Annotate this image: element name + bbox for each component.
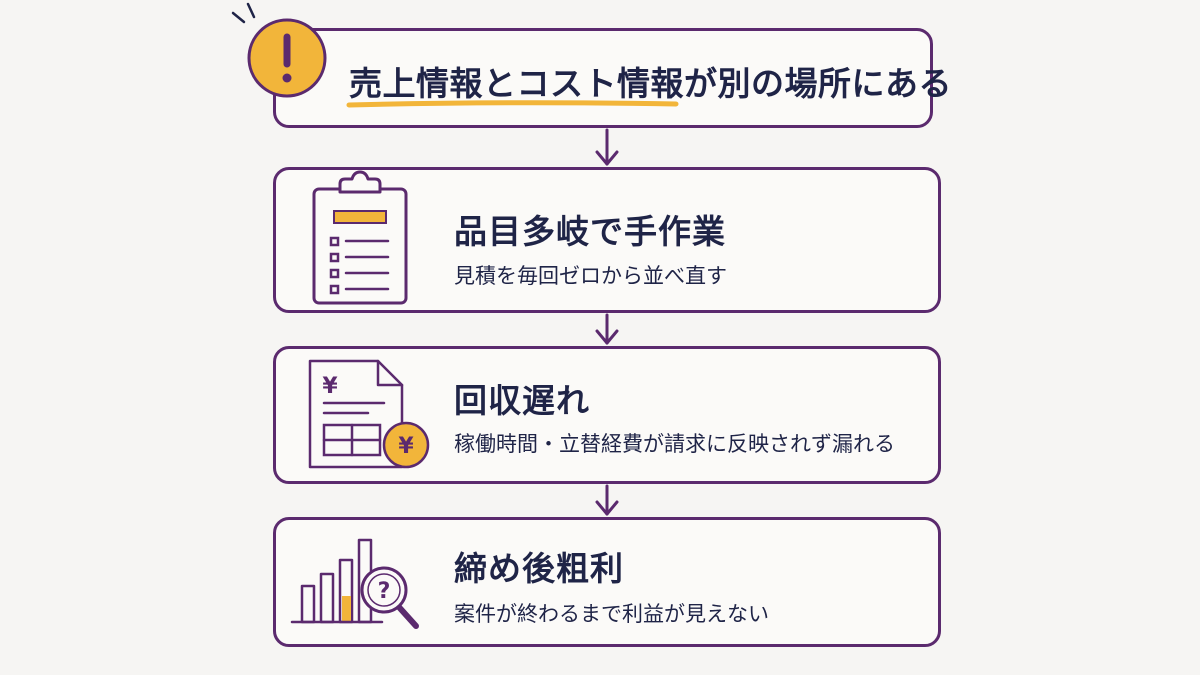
step-1-title: 品目多岐で手作業 [454, 212, 726, 251]
arrow-2 [595, 313, 619, 345]
header-title: 売上情報とコスト情報が別の場所にある [349, 64, 952, 103]
doc-yen-mark: ¥ [322, 374, 338, 399]
header-problem-box: 売上情報とコスト情報が別の場所にある [273, 28, 952, 128]
step-card-2: ¥ ¥ 回収遅れ 稼働時間・立替経費が請求に反映されず漏れる [273, 346, 941, 484]
step-card-3: ? 締め後粗利 案件が終わるまで利益が見えない [273, 517, 941, 647]
clipboard-checklist-icon [312, 170, 408, 305]
step-1-subtitle: 見積を毎回ゼロから並べ直す [454, 264, 727, 288]
bar-chart-magnifier-icon: ? [290, 538, 419, 629]
yen-invoice-icon: ¥ ¥ [308, 359, 430, 469]
step-card-1: 品目多岐で手作業 見積を毎回ゼロから並べ直す [273, 167, 941, 313]
question-mark: ? [378, 579, 391, 604]
step-3-title: 締め後粗利 [454, 549, 624, 588]
header-underline [346, 100, 679, 108]
arrow-1 [595, 128, 619, 166]
step-2-subtitle: 稼働時間・立替経費が請求に反映されず漏れる [454, 432, 895, 456]
step-3-subtitle: 案件が終わるまで利益が見えない [454, 602, 769, 626]
step-2-title: 回収遅れ [454, 381, 590, 420]
arrow-3 [595, 484, 619, 516]
coin-yen-mark: ¥ [398, 434, 414, 459]
